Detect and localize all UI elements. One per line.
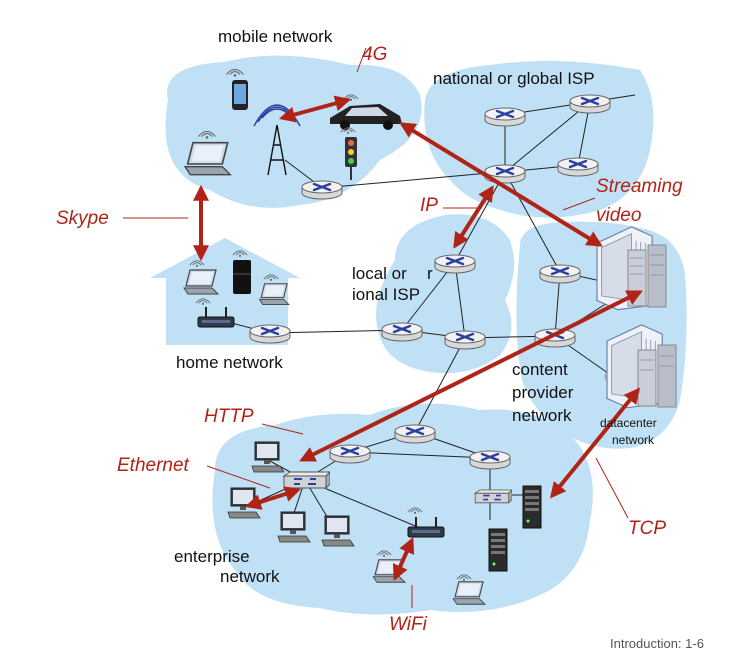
tcp-arrow	[549, 387, 641, 499]
router-icon	[538, 263, 582, 284]
ethernet-switch-icon	[474, 489, 512, 504]
enterprise-label-line1: enterprise	[174, 547, 250, 566]
regional-isp-label-line2: ional ISP	[352, 285, 420, 304]
datacenter-label-line1: datacenter	[600, 416, 657, 430]
server-icon	[488, 528, 508, 572]
protocol-labels: 4G Skype IP Streaming video HTTP Etherne…	[56, 44, 683, 635]
ethernet-arrow	[244, 486, 302, 510]
router-icon	[380, 321, 424, 342]
regional-isp-label-line1b: r	[427, 264, 433, 283]
region-labels: mobile network national or global ISP lo…	[174, 27, 657, 586]
desktop-computer-icon	[321, 515, 355, 547]
router-icon	[443, 329, 487, 350]
regional-isp-label-line1: local or	[352, 264, 407, 283]
leader-lines	[123, 47, 629, 608]
router-icon	[433, 253, 477, 274]
desktop-computer-icon	[251, 441, 285, 473]
router-icon	[533, 327, 577, 348]
protocol-label-streaming: Streaming	[596, 176, 683, 197]
router-icon	[568, 93, 612, 114]
protocol-label-video: video	[596, 205, 641, 226]
enterprise-label-line2: network	[220, 567, 280, 586]
wifi-arrow	[392, 537, 415, 581]
datacenter-label-line2: network	[612, 433, 655, 447]
router-icon	[393, 423, 437, 444]
protocol-label-ip: IP	[420, 195, 438, 216]
router-icon	[556, 156, 600, 177]
router-icon	[328, 443, 372, 464]
traffic-light-icon	[340, 127, 357, 180]
ethernet-switch-icon	[283, 471, 330, 489]
streaming-video-arrow	[399, 122, 603, 247]
content-provider-label-line1: content	[512, 360, 568, 379]
refrigerator-icon	[232, 250, 251, 294]
router-icon	[248, 323, 292, 344]
desktop-computer-icon	[277, 511, 311, 543]
national-isp-label: national or global ISP	[433, 69, 595, 88]
4g-arrow	[278, 95, 352, 123]
protocol-label-4g: 4G	[362, 44, 387, 65]
protocol-label-ethernet: Ethernet	[117, 455, 190, 476]
router-icon	[483, 106, 527, 127]
content-provider-label-line2: provider	[512, 383, 574, 402]
mobile-network-label: mobile network	[218, 27, 333, 46]
protocol-label-tcp: TCP	[628, 518, 666, 539]
home-network-house	[150, 238, 300, 345]
slide-footer: Introduction: 1-6	[610, 636, 704, 651]
server-icon	[522, 485, 542, 529]
smartphone-icon	[225, 68, 248, 110]
protocol-label-wifi: WiFi	[389, 614, 428, 635]
protocol-label-http: HTTP	[204, 406, 254, 427]
home-devices	[183, 250, 290, 328]
router-icon	[468, 449, 512, 470]
protocol-label-skype: Skype	[56, 208, 109, 229]
http-arrow	[299, 290, 643, 462]
mobile-network-cloud	[165, 55, 422, 208]
home-network-label: home network	[176, 353, 283, 372]
content-provider-label-line3: network	[512, 406, 572, 425]
router-icon	[300, 179, 344, 200]
protocol-arrows	[193, 95, 643, 581]
